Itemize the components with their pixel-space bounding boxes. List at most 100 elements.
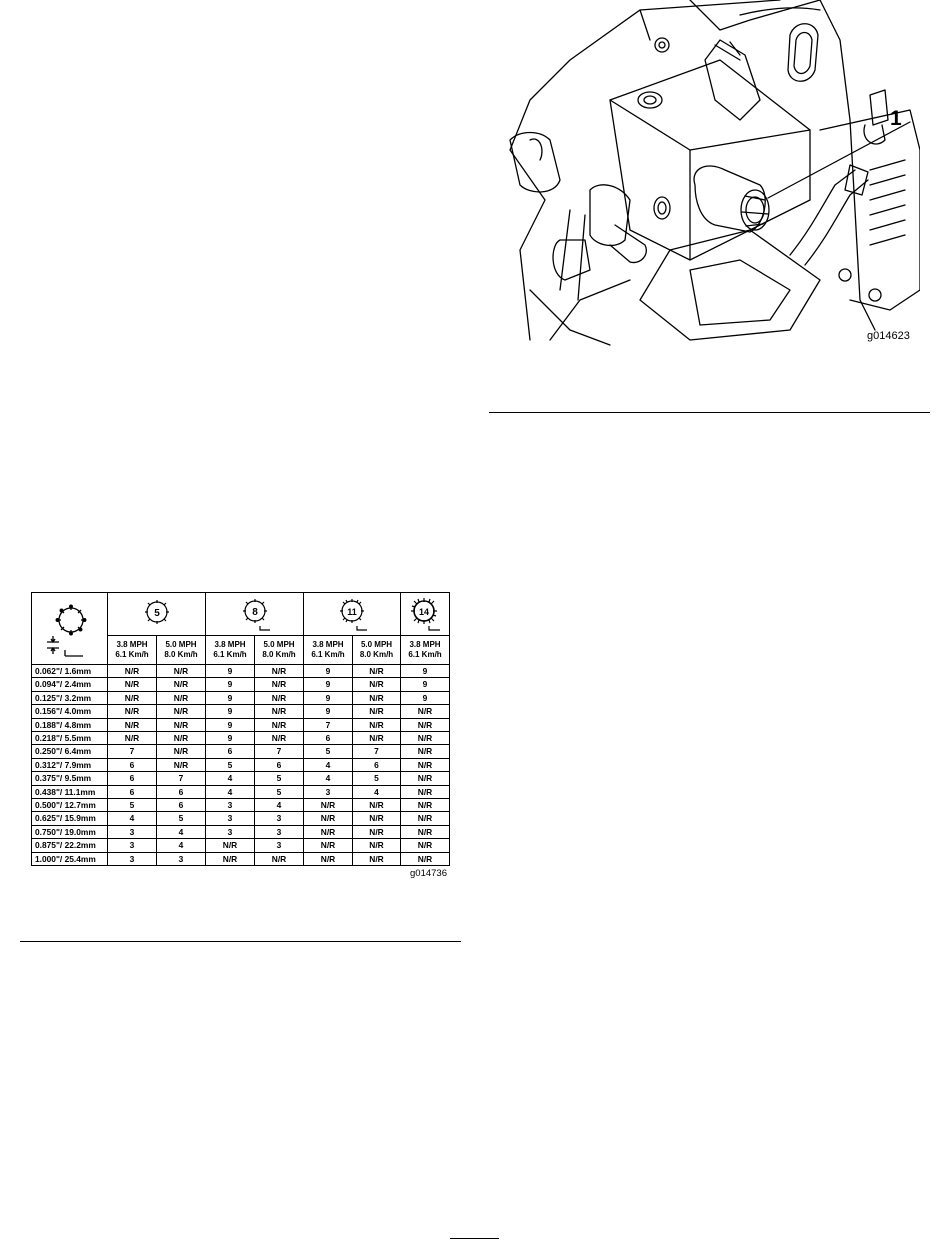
clip-rate-cell: 9 xyxy=(303,690,353,706)
clip-rate-cell: N/R xyxy=(254,677,304,692)
clip-rate-cell: 9 xyxy=(205,717,255,733)
clip-rate-cell: 9 xyxy=(303,704,353,719)
clip-rate-cell: 7 xyxy=(107,744,157,759)
clip-rate-cell: N/R xyxy=(156,744,206,759)
clip-rate-cell: N/R xyxy=(107,717,157,733)
clip-rate-cell: N/R xyxy=(254,690,304,706)
clip-rate-cell: N/R xyxy=(303,824,353,840)
clip-rate-cell: N/R xyxy=(303,851,353,867)
clip-rate-chart: 5 8 xyxy=(31,592,450,879)
clip-rate-cell: 3 xyxy=(205,811,255,826)
height-of-cut-header xyxy=(31,592,108,665)
clip-rate-cell: N/R xyxy=(352,851,401,867)
clip-rate-cell: 4 xyxy=(254,798,304,813)
clip-rate-cell: 6 xyxy=(107,757,157,773)
blade-count-label: 11 xyxy=(347,607,357,617)
clip-rate-cell: 9 xyxy=(400,663,450,679)
clip-rate-cell: N/R xyxy=(156,663,206,679)
clip-rate-cell: 4 xyxy=(205,784,255,800)
clip-rate-cell: 3 xyxy=(254,824,304,840)
section-divider-left xyxy=(20,941,461,942)
blade-count-label: 8 xyxy=(252,607,258,618)
clip-rate-cell: 5 xyxy=(156,811,206,826)
clip-rate-cell: N/R xyxy=(156,757,206,773)
clip-rate-cell: 3 xyxy=(156,851,206,867)
clip-rate-cell: 6 xyxy=(352,757,401,773)
blade-group-8: 8 xyxy=(205,592,304,636)
clip-rate-cell: N/R xyxy=(400,824,450,840)
blade-count-label: 5 xyxy=(154,608,160,619)
clip-rate-cell: N/R xyxy=(400,851,450,867)
height-of-cut-cell: 0.750"/ 19.0mm xyxy=(31,824,108,840)
height-of-cut-cell: 0.312"/ 7.9mm xyxy=(31,757,108,773)
clip-rate-cell: N/R xyxy=(400,704,450,719)
clip-rate-cell: N/R xyxy=(107,663,157,679)
clip-rate-cell: 3 xyxy=(107,851,157,867)
reel-height-of-cut-icon xyxy=(32,600,107,658)
clip-rate-cell: N/R xyxy=(352,663,401,679)
clip-rate-cell: N/R xyxy=(254,851,304,867)
clip-rate-cell: 7 xyxy=(352,744,401,759)
clip-rate-cell: 3 xyxy=(205,824,255,840)
clip-rate-cell: 4 xyxy=(156,838,206,853)
clip-rate-cell: N/R xyxy=(400,771,450,786)
figure-callout-number: 1 xyxy=(890,107,902,130)
clip-rate-cell: 6 xyxy=(107,771,157,786)
height-of-cut-cell: 0.062"/ 1.6mm xyxy=(31,663,108,679)
figure-code: g014623 xyxy=(867,330,910,342)
clip-rate-cell: 7 xyxy=(156,771,206,786)
clip-rate-cell: N/R xyxy=(352,717,401,733)
clip-rate-cell: N/R xyxy=(400,838,450,853)
height-of-cut-cell: 0.375"/ 9.5mm xyxy=(31,771,108,786)
section-divider-right xyxy=(489,412,930,413)
clip-rate-cell: 9 xyxy=(303,663,353,679)
blade-group-14: 14 xyxy=(400,592,450,636)
blade-group-11: 11 xyxy=(303,592,401,636)
clip-rate-cell: 6 xyxy=(156,784,206,800)
height-of-cut-cell: 0.094"/ 2.4mm xyxy=(31,677,108,692)
height-of-cut-cell: 0.438"/ 11.1mm xyxy=(31,784,108,800)
clip-rate-cell: 3 xyxy=(254,838,304,853)
clip-rate-cell: 6 xyxy=(303,731,353,746)
height-of-cut-cell: 0.625"/ 15.9mm xyxy=(31,811,108,826)
clip-rate-cell: 6 xyxy=(254,757,304,773)
clip-rate-cell: N/R xyxy=(107,731,157,746)
clip-rate-cell: N/R xyxy=(352,824,401,840)
clip-rate-cell: 9 xyxy=(205,704,255,719)
clip-rate-cell: N/R xyxy=(352,811,401,826)
clip-rate-cell: 4 xyxy=(205,771,255,786)
clip-rate-cell: N/R xyxy=(400,744,450,759)
clip-rate-cell: 9 xyxy=(205,677,255,692)
height-of-cut-cell: 0.156"/ 4.0mm xyxy=(31,704,108,719)
clip-rate-table: 5 8 xyxy=(31,592,450,867)
clip-rate-cell: N/R xyxy=(156,717,206,733)
clip-rate-cell: 3 xyxy=(107,838,157,853)
clip-rate-cell: N/R xyxy=(352,704,401,719)
clip-rate-cell: N/R xyxy=(156,677,206,692)
blade-count-label: 14 xyxy=(419,607,429,617)
clip-rate-cell: 5 xyxy=(303,744,353,759)
clip-rate-cell: N/R xyxy=(400,757,450,773)
clip-rate-cell: 4 xyxy=(352,784,401,800)
height-of-cut-cell: 0.218"/ 5.5mm xyxy=(31,731,108,746)
clip-rate-cell: N/R xyxy=(254,731,304,746)
clip-rate-cell: N/R xyxy=(303,838,353,853)
clip-rate-cell: 5 xyxy=(205,757,255,773)
clip-rate-cell: N/R xyxy=(352,798,401,813)
clip-rate-cell: 3 xyxy=(205,798,255,813)
clip-rate-cell: N/R xyxy=(107,677,157,692)
